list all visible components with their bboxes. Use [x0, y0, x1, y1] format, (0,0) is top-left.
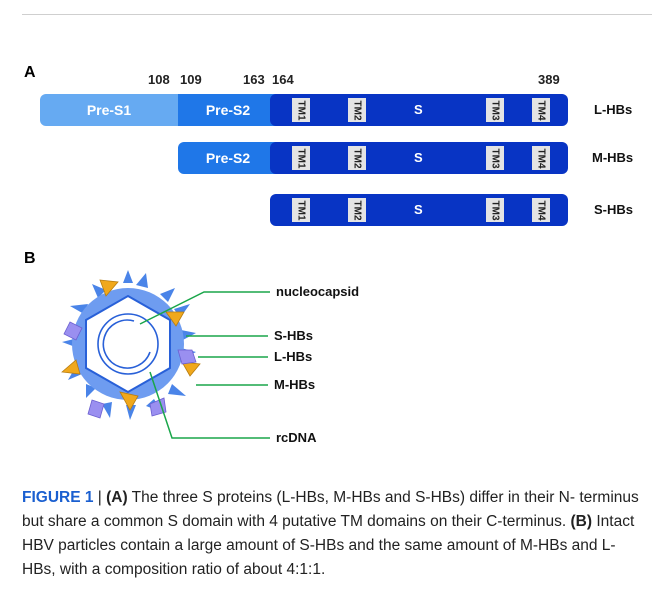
tm3-box: TM3: [486, 146, 504, 170]
tm3-box: TM3: [486, 98, 504, 122]
label-l-hbs: L-HBs: [274, 349, 313, 364]
caption-a-text: The three S proteins (L-HBs, M-HBs and S…: [22, 489, 639, 530]
figure-number: FIGURE 1: [22, 489, 94, 506]
row-label-s-hbs: S-HBs: [594, 202, 634, 217]
row-label-l-hbs: L-HBs: [594, 102, 633, 117]
tm4-box: TM4: [532, 198, 550, 222]
m-hbs-markers: [61, 279, 201, 411]
rcdna-leader: [149, 371, 270, 439]
pre-s2-domain: Pre-S2: [178, 142, 278, 174]
tm2-box: TM2: [348, 198, 366, 222]
tm4-box: TM4: [532, 146, 550, 170]
label-nucleocapsid: nucleocapsid: [276, 284, 360, 299]
rcdna-inner-ring: [102, 319, 151, 369]
top-rule: [22, 14, 652, 15]
pre-s2-label: Pre-S2: [205, 102, 251, 118]
m-hbs-bar: Pre-S2 TM1 TM2 S TM3 TM4: [178, 142, 568, 174]
pre-s1-label: Pre-S1: [86, 102, 132, 118]
position-164: 164: [272, 72, 294, 87]
figure-caption: FIGURE 1 | (A) The three S proteins (L-H…: [22, 486, 642, 582]
position-109: 109: [180, 72, 202, 87]
row-label-m-hbs: M-HBs: [592, 150, 634, 165]
rcdna-outer-ring: [97, 313, 159, 375]
caption-a-tag: (A): [106, 489, 128, 506]
tm3-box: TM3: [486, 198, 504, 222]
s-domain: TM1 TM2 S TM3 TM4: [270, 142, 568, 174]
s-label: S: [414, 150, 423, 165]
tm1-box: TM1: [292, 98, 310, 122]
tm1-box: TM1: [292, 198, 310, 222]
caption-b-text: Intact HBV particles contain a large amo…: [22, 513, 635, 578]
pre-s2-domain: Pre-S2: [178, 94, 278, 126]
s-label: S: [414, 202, 423, 217]
tm4-box: TM4: [532, 98, 550, 122]
tm2-box: TM2: [348, 146, 366, 170]
label-m-hbs: M-HBs: [274, 377, 316, 392]
leader-lines: [139, 291, 270, 439]
tm1-box: TM1: [292, 146, 310, 170]
s-hbs-bar: TM1 TM2 S TM3 TM4: [270, 194, 568, 226]
label-s-hbs: S-HBs: [274, 328, 314, 343]
l-hbs-bar: Pre-S1 Pre-S2 TM1 TM2 S TM3 TM4: [40, 94, 568, 126]
tm2-box: TM2: [348, 98, 366, 122]
caption-separator: |: [93, 489, 107, 506]
position-108: 108: [148, 72, 170, 87]
panel-b-label: B: [24, 250, 36, 267]
s-domain: TM1 TM2 S TM3 TM4: [270, 194, 568, 226]
caption-b-tag: (B): [570, 513, 593, 530]
s-label: S: [414, 102, 423, 117]
position-389: 389: [538, 72, 560, 87]
s-domain: TM1 TM2 S TM3 TM4: [270, 94, 568, 126]
pre-s2-label: Pre-S2: [205, 150, 251, 166]
label-rcdna: rcDNA: [276, 430, 317, 445]
pre-s1-domain: Pre-S1: [40, 94, 178, 126]
nucleocapsid-leader: [139, 291, 270, 325]
hbv-particle-diagram: [61, 270, 270, 439]
panel-a-label: A: [24, 64, 36, 81]
position-163: 163: [243, 72, 265, 87]
l-hbs-markers: [63, 321, 197, 419]
